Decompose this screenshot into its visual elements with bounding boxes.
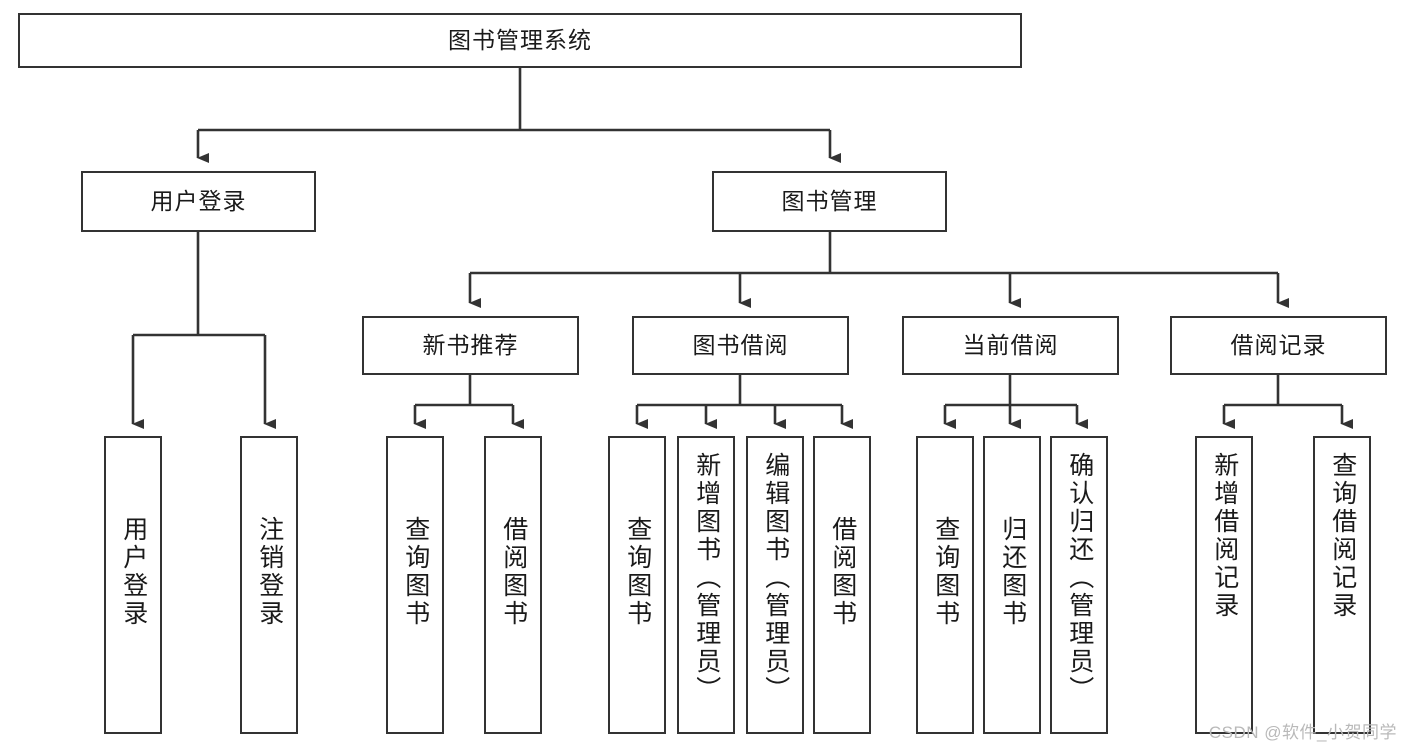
leaf-logout-login-label: 注销登录	[255, 516, 284, 628]
node-user-login-label: 用户登录	[150, 188, 247, 215]
leaf-edit-book-label: 编辑图书（管理员）	[761, 452, 790, 704]
node-book-management-label: 图书管理	[781, 188, 878, 215]
node-root-label: 图书管理系统	[448, 27, 592, 54]
leaf-add-record-label: 新增借阅记录	[1210, 452, 1239, 620]
leaf-borrow-book-1[interactable]: 借阅图书	[484, 436, 542, 734]
leaf-borrow-book-2-label: 借阅图书	[828, 516, 857, 628]
leaf-query-record-label: 查询借阅记录	[1328, 452, 1357, 620]
leaf-add-book-label: 新增图书（管理员）	[692, 452, 721, 704]
watermark-text: CSDN @软件_小贺同学	[1208, 723, 1397, 742]
leaf-query-book-3-label: 查询图书	[931, 516, 960, 628]
leaf-user-login[interactable]: 用户登录	[104, 436, 162, 734]
leaf-query-book-3[interactable]: 查询图书	[916, 436, 974, 734]
node-root[interactable]: 图书管理系统	[18, 13, 1022, 68]
leaf-add-book[interactable]: 新增图书（管理员）	[677, 436, 735, 734]
node-borrow-record[interactable]: 借阅记录	[1170, 316, 1387, 375]
node-new-book-recommend-label: 新书推荐	[422, 332, 519, 359]
leaf-add-record[interactable]: 新增借阅记录	[1195, 436, 1253, 734]
node-borrow-record-label: 借阅记录	[1230, 332, 1327, 359]
leaf-edit-book[interactable]: 编辑图书（管理员）	[746, 436, 804, 734]
leaf-confirm-return[interactable]: 确认归还（管理员）	[1050, 436, 1108, 734]
node-book-borrow[interactable]: 图书借阅	[632, 316, 849, 375]
node-current-borrow-label: 当前借阅	[962, 332, 1059, 359]
leaf-return-book-label: 归还图书	[998, 516, 1027, 628]
leaf-query-record[interactable]: 查询借阅记录	[1313, 436, 1371, 734]
node-book-borrow-label: 图书借阅	[692, 332, 789, 359]
leaf-confirm-return-label: 确认归还（管理员）	[1065, 452, 1094, 704]
leaf-query-book-2[interactable]: 查询图书	[608, 436, 666, 734]
leaf-return-book[interactable]: 归还图书	[983, 436, 1041, 734]
leaf-query-book-2-label: 查询图书	[623, 516, 652, 628]
leaf-query-book-1-label: 查询图书	[401, 516, 430, 628]
node-book-management[interactable]: 图书管理	[712, 171, 947, 232]
leaf-query-book-1[interactable]: 查询图书	[386, 436, 444, 734]
leaf-logout-login[interactable]: 注销登录	[240, 436, 298, 734]
leaf-user-login-label: 用户登录	[119, 516, 148, 628]
node-current-borrow[interactable]: 当前借阅	[902, 316, 1119, 375]
node-user-login[interactable]: 用户登录	[81, 171, 316, 232]
leaf-borrow-book-1-label: 借阅图书	[499, 516, 528, 628]
leaf-borrow-book-2[interactable]: 借阅图书	[813, 436, 871, 734]
node-new-book-recommend[interactable]: 新书推荐	[362, 316, 579, 375]
